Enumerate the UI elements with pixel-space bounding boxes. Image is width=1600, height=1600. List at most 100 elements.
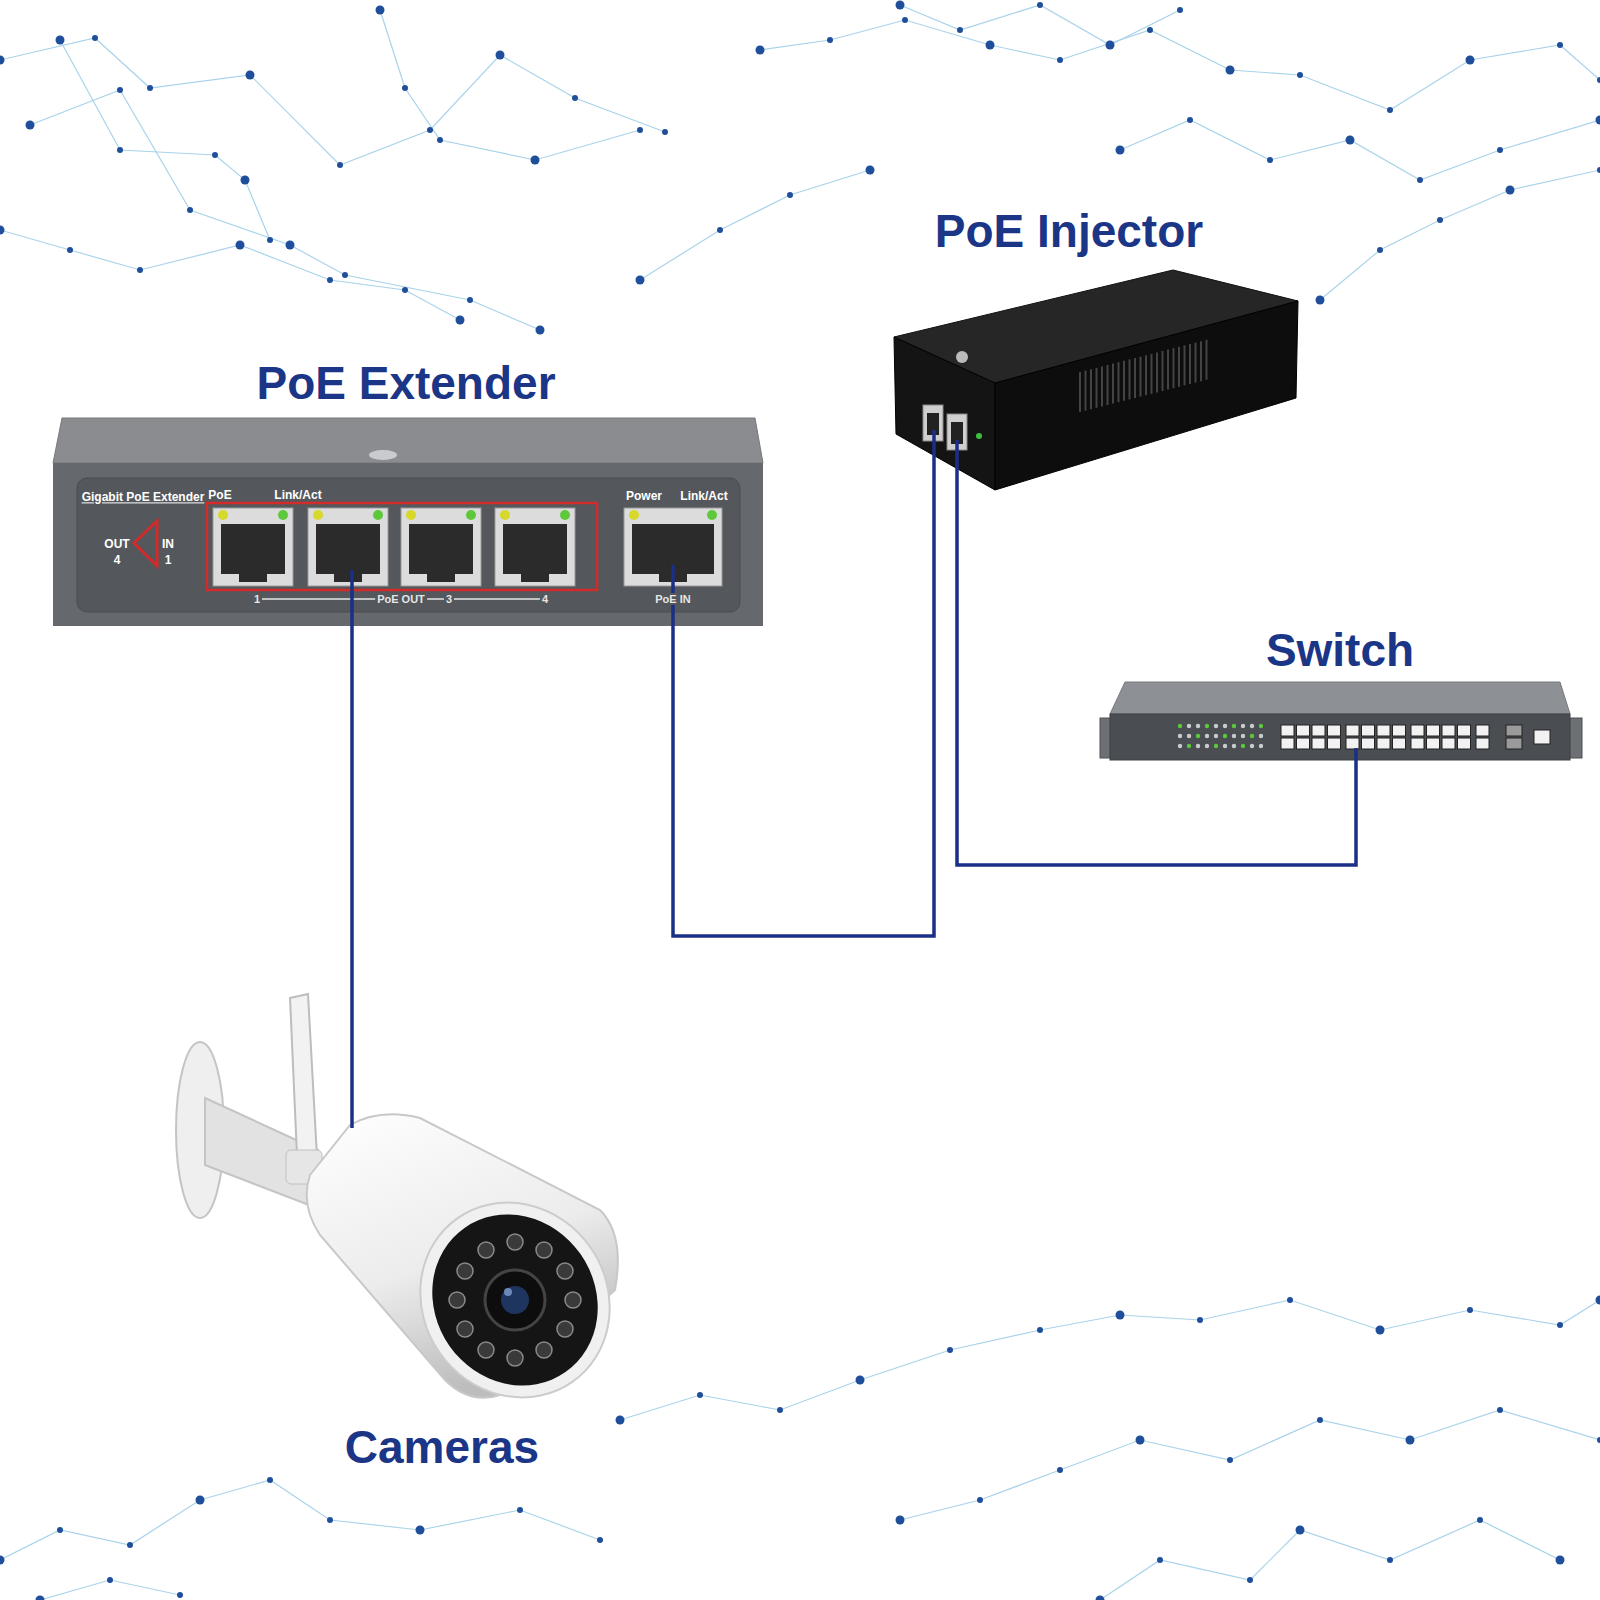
led xyxy=(1232,724,1236,728)
network-dot xyxy=(1037,1327,1043,1333)
network-dot xyxy=(1556,1556,1565,1565)
poe-injector-device xyxy=(976,433,982,439)
network-dot xyxy=(0,56,5,65)
network-dot xyxy=(572,95,578,101)
network-dot xyxy=(1506,186,1515,195)
network-dot xyxy=(1477,1517,1483,1523)
network-pattern xyxy=(60,40,270,240)
network-dot xyxy=(1466,56,1475,65)
network-pattern xyxy=(900,5,1180,45)
led xyxy=(1178,734,1182,738)
console-port xyxy=(1534,730,1550,744)
poe-injector-device xyxy=(956,351,968,363)
poe-extender-device xyxy=(134,521,157,566)
network-dot xyxy=(957,27,963,33)
led xyxy=(1196,724,1200,728)
led xyxy=(1250,744,1254,748)
vent xyxy=(1107,365,1109,405)
network-dot xyxy=(1057,1467,1063,1473)
network-dot xyxy=(177,1592,183,1598)
led xyxy=(466,510,476,520)
vent xyxy=(1112,364,1114,404)
led xyxy=(1259,734,1263,738)
led xyxy=(1232,734,1236,738)
camera-illustration xyxy=(507,1234,523,1250)
camera-illustration xyxy=(399,1182,631,1418)
switch-port xyxy=(1346,725,1359,736)
network-dot xyxy=(437,137,443,143)
led xyxy=(1223,724,1227,728)
network-dot xyxy=(67,247,73,253)
poe-extender-device xyxy=(53,463,763,626)
poe-extender-device xyxy=(77,478,740,612)
device-print: 4 xyxy=(540,593,550,605)
vent xyxy=(1206,340,1208,380)
network-dot xyxy=(866,166,875,175)
network-dot xyxy=(827,37,833,43)
network-dot xyxy=(1147,27,1153,33)
network-dot xyxy=(1116,146,1125,155)
network-dot xyxy=(1136,1436,1145,1445)
rj45-port xyxy=(239,574,267,582)
network-dot xyxy=(536,326,545,335)
vent xyxy=(1118,362,1120,402)
rj45-port xyxy=(308,508,388,586)
device-heading: Switch xyxy=(1266,624,1414,677)
network-dot xyxy=(1557,42,1563,48)
network-dot xyxy=(1497,1407,1503,1413)
rj45-port xyxy=(503,524,567,574)
led xyxy=(1214,724,1218,728)
led xyxy=(218,510,228,520)
network-dot xyxy=(787,192,793,198)
device-heading: Cameras xyxy=(345,1421,539,1474)
switch-port xyxy=(1281,725,1294,736)
network-dot xyxy=(327,277,333,283)
led xyxy=(1187,744,1191,748)
switch-device xyxy=(1178,724,1550,749)
vent xyxy=(1167,350,1169,390)
network-dot xyxy=(236,241,245,250)
device-print: PoE IN xyxy=(653,593,692,605)
device-print: IN xyxy=(160,538,176,551)
network-dot xyxy=(1377,247,1383,253)
network-dot xyxy=(327,1517,333,1523)
poe-injector-device xyxy=(894,270,1298,490)
network-pattern xyxy=(0,5,1600,1600)
device-print: Gigabit PoE Extender xyxy=(80,491,207,504)
network-pattern xyxy=(640,170,870,280)
wire-stub xyxy=(350,990,354,1128)
vent xyxy=(1162,351,1164,391)
led xyxy=(1214,744,1218,748)
wire-stub xyxy=(352,430,1356,1128)
network-dot xyxy=(531,156,540,165)
network-dot xyxy=(56,36,65,45)
led xyxy=(278,510,288,520)
camera-illustration xyxy=(507,1350,523,1366)
network-dot xyxy=(241,176,250,185)
camera-illustration xyxy=(557,1321,573,1337)
network-pattern xyxy=(1320,170,1600,300)
switch-port xyxy=(1458,725,1471,736)
network-dot xyxy=(267,1477,273,1483)
vent xyxy=(1195,343,1197,383)
network-dot xyxy=(1177,7,1183,13)
led xyxy=(500,510,510,520)
network-dot xyxy=(1597,1437,1600,1443)
network-dot xyxy=(107,1577,113,1583)
camera-illustration xyxy=(176,994,648,1435)
network-dot xyxy=(636,276,645,285)
network-dot xyxy=(1437,217,1443,223)
switch-node: Switch xyxy=(1098,618,1586,763)
network-dot xyxy=(26,121,35,130)
network-dot xyxy=(947,1347,953,1353)
device-print: 1 xyxy=(163,554,174,567)
camera-illustration xyxy=(504,1288,512,1296)
switch-port xyxy=(1393,738,1406,749)
led xyxy=(313,510,323,520)
network-dot xyxy=(697,1392,703,1398)
network-dot xyxy=(376,6,385,15)
poe-extender-device xyxy=(53,418,763,626)
network-dot xyxy=(1247,1577,1253,1583)
